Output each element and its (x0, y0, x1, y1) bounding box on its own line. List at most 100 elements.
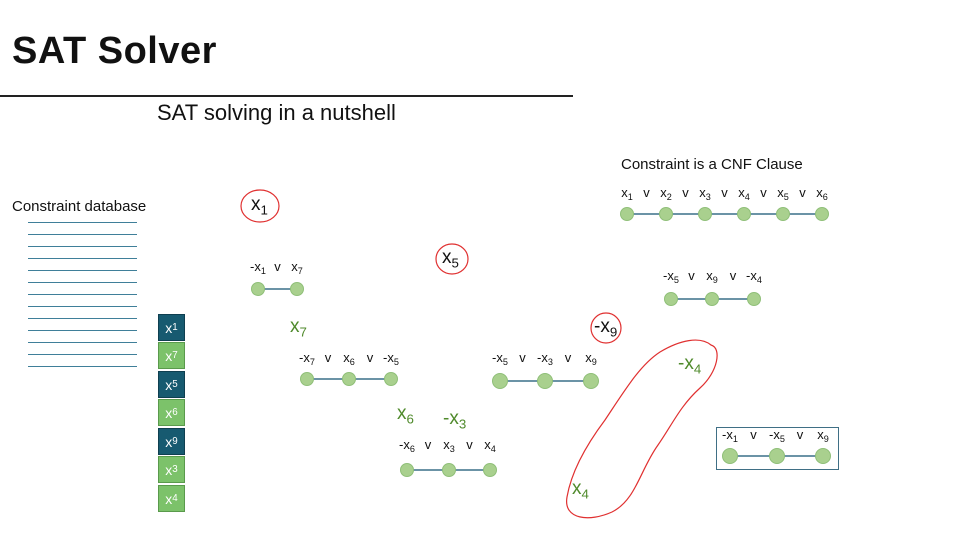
clause-edge (545, 380, 591, 382)
database-line (28, 246, 137, 247)
literal-var: -x (746, 268, 757, 283)
literal-index: 1 (627, 192, 633, 203)
literal-var: x (291, 259, 298, 274)
or-operator: v (564, 350, 572, 365)
literal-index: 1 (260, 202, 268, 218)
clause-literal: -x5 (492, 350, 508, 368)
literal-node (815, 448, 831, 464)
literal-node (583, 373, 599, 389)
or-operator: v (274, 259, 281, 274)
clause-edge (500, 380, 545, 382)
clause-literal: -x3 (537, 350, 553, 367)
literal-var: x (777, 185, 784, 200)
database-line (28, 330, 137, 331)
literal-index: 5 (783, 192, 789, 203)
or-operator: v (366, 350, 374, 365)
literal-node (492, 373, 508, 389)
implication-label: x4 (572, 478, 589, 502)
cnf-clause-label: Constraint is a CNF Clause (621, 156, 803, 173)
literal-var: x (165, 404, 173, 421)
literal-node (384, 372, 398, 386)
literal-node (537, 373, 553, 389)
literal-var: - (678, 353, 685, 374)
or-operator: v (729, 268, 737, 283)
database-line (28, 318, 137, 319)
clause-edge (783, 213, 822, 215)
or-operator: v (643, 185, 650, 200)
learned-clause-box (716, 427, 839, 470)
implication-label: x6 (397, 403, 414, 427)
literal-var: -x (383, 350, 394, 365)
clause-edge (705, 213, 744, 215)
decision-label: -x9 (594, 316, 617, 339)
literal-index: 6 (349, 357, 355, 368)
literal-var: -x (299, 350, 310, 365)
literal-var: x (484, 437, 491, 452)
database-line (28, 222, 137, 223)
clause-literal: -x1 (250, 259, 266, 276)
or-operator: v (324, 350, 332, 365)
literal-node (290, 282, 304, 296)
literal-index: 7 (297, 266, 303, 277)
literal-var: x (251, 194, 261, 215)
clause-literal: x6 (343, 350, 355, 368)
database-line (28, 282, 137, 283)
literal-node (400, 463, 414, 477)
literal-var: x (165, 347, 173, 364)
literal-node (442, 463, 456, 477)
clause-literal: -x6 (399, 437, 415, 455)
or-operator: v (750, 427, 757, 442)
literal-var: x (443, 437, 450, 452)
clause-literal: -x5 (769, 427, 785, 444)
literal-index: 6 (409, 444, 415, 455)
literal-var: x (165, 461, 173, 478)
literal-node (705, 292, 719, 306)
literal-node (342, 372, 356, 386)
literal-node (483, 463, 497, 477)
database-line (28, 342, 137, 343)
clause-literal: -x5 (383, 350, 399, 368)
literal-index: 4 (581, 486, 589, 502)
literal-var: - (443, 408, 450, 429)
or-operator: v (519, 350, 526, 365)
implication-label: x7 (290, 316, 307, 339)
literal-index: 6 (822, 192, 828, 203)
literal-index: 5 (393, 357, 399, 368)
literal-index: 4 (490, 444, 496, 455)
implication-label: -x4 (678, 353, 701, 376)
literal-index: 6 (406, 411, 414, 427)
clause-literal: x9 (585, 350, 597, 367)
clause-literal: x9 (817, 427, 829, 444)
literal-index: 2 (666, 192, 672, 203)
or-operator: v (466, 437, 473, 452)
literal-var: x (442, 247, 452, 268)
database-line (28, 234, 137, 235)
literal-var: - (594, 316, 601, 337)
literal-index: 5 (502, 357, 508, 368)
literal-var: x (572, 478, 582, 499)
clause-edge (730, 455, 777, 457)
implication-label: -x3 (443, 408, 466, 431)
clause-literal: x6 (816, 185, 828, 203)
clause-literal: x1 (621, 185, 633, 203)
clause-literal: x4 (738, 185, 750, 202)
literal-var: -x (769, 427, 780, 442)
literal-var: -x (722, 427, 733, 442)
literal-node (737, 207, 751, 221)
literal-index: 5 (673, 275, 679, 286)
literal-node (815, 207, 829, 221)
literal-index: 4 (756, 275, 762, 286)
literal-var: x (816, 185, 823, 200)
decision-label: x5 (442, 247, 459, 270)
clause-edge (407, 469, 449, 471)
clause-edge (744, 213, 783, 215)
literal-var: x (165, 376, 173, 393)
literal-index: 3 (705, 192, 711, 203)
clause-literal: x5 (777, 185, 789, 203)
literal-var: x (165, 433, 173, 450)
